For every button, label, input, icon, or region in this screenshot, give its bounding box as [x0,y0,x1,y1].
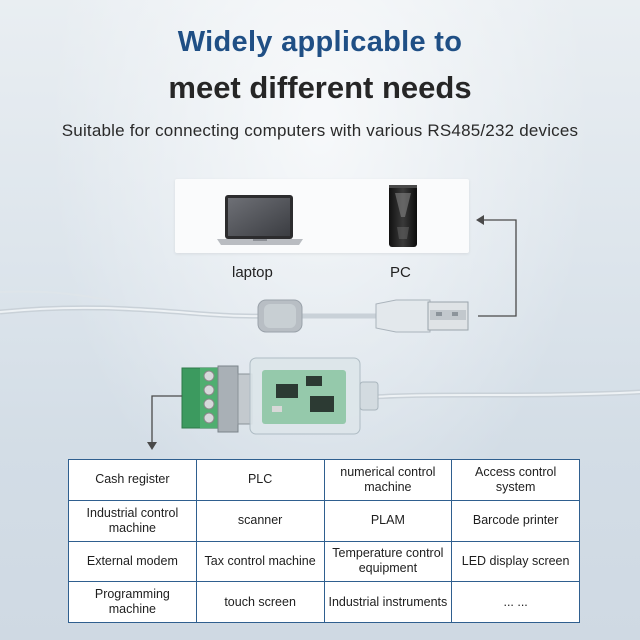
table-cell: Barcode printer [451,499,580,542]
table-cell: Temperature control equipment [323,540,453,583]
table-cell: Access control system [451,459,580,501]
applications-table: Cash register PLC numerical control mach… [68,459,580,623]
table-cell: scanner [195,499,325,542]
subtitle: Suitable for connecting computers with v… [61,121,579,140]
table-row: Industrial control machine scanner PLAM … [68,499,580,542]
table-row: Programming machine touch screen Industr… [68,581,580,623]
laptop-icon [217,195,303,245]
arrowhead-down-icon [147,442,157,450]
device-card [175,179,469,253]
table-cell: PLAM [323,499,453,542]
table-row: External modem Tax control machine Tempe… [68,540,580,583]
table-cell: ... ... [451,581,580,623]
db9-connector [217,365,239,433]
table-row: Cash register PLC numerical control mach… [68,459,580,501]
headline-primary: Widely applicable to [177,26,463,58]
usb-plug-body [375,299,431,333]
table-cell: LED display screen [451,540,580,583]
table-cell: Programming machine [68,581,197,623]
laptop-label: laptop [232,264,273,281]
headline-secondary: meet different needs [168,70,472,105]
pc-label: PC [390,264,411,281]
pc-tower-icon [389,185,417,247]
arrowhead-left-icon [476,215,484,225]
arrow-to-table [151,395,182,444]
table-cell: Cash register [68,459,197,501]
table-cell: touch screen [195,581,325,623]
table-cell: PLC [195,459,325,501]
table-cell: numerical control machine [323,459,453,501]
table-cell: Industrial control machine [68,499,197,542]
table-cell: Industrial instruments [323,581,453,623]
table-cell: Tax control machine [195,540,325,583]
arrow-to-computer [478,219,517,317]
table-cell: External modem [68,540,197,583]
